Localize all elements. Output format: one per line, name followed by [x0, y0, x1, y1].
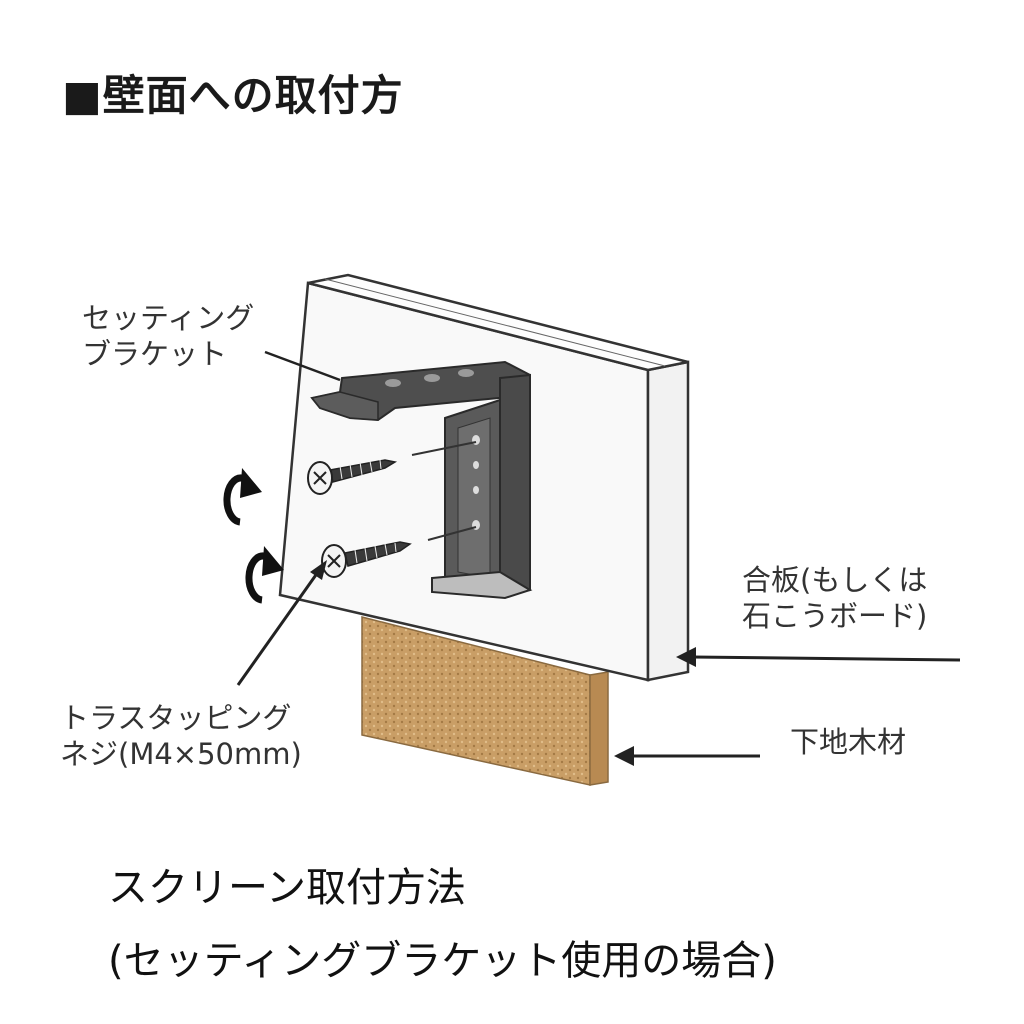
plywood-label-line2: 石こうボード)	[742, 599, 928, 634]
screw-label-line2: ネジ(M4×50mm)	[60, 737, 302, 772]
plywood-label: 合板(もしくは 石こうボード)	[742, 562, 927, 635]
rotation-arrow-lower-icon	[245, 546, 284, 604]
base-wood-leader-arrow	[614, 746, 760, 766]
caption-line2: (セッティングブラケット使用の場合)	[108, 938, 777, 984]
bracket-label: セッティング ブラケット	[82, 300, 254, 373]
plywood-label-line1: 合板(もしくは	[742, 563, 928, 597]
bracket-label-line2: ブラケット	[82, 337, 228, 372]
base-wood	[361, 616, 609, 786]
screw-label: トラスタッピング ネジ(M4×50mm)	[60, 700, 302, 773]
diagram-title: ■壁面への取付方	[62, 71, 404, 120]
screw-leader-arrow	[236, 560, 327, 686]
caption-line1: スクリーン取付方法	[108, 865, 466, 911]
screw-label-line1: トラスタッピング	[60, 701, 292, 735]
bracket-label-line1: セッティング	[82, 301, 255, 335]
plywood-leader-arrow	[676, 647, 961, 667]
base-wood-label: 下地木材	[790, 725, 907, 759]
tapping-screw-lower	[321, 541, 412, 578]
screw-guide-lines	[411, 441, 477, 541]
tapping-screw-upper	[307, 459, 398, 495]
rotation-arrow-upper-icon	[223, 468, 262, 526]
bracket-leader-line	[264, 350, 341, 382]
setting-bracket	[310, 360, 533, 600]
